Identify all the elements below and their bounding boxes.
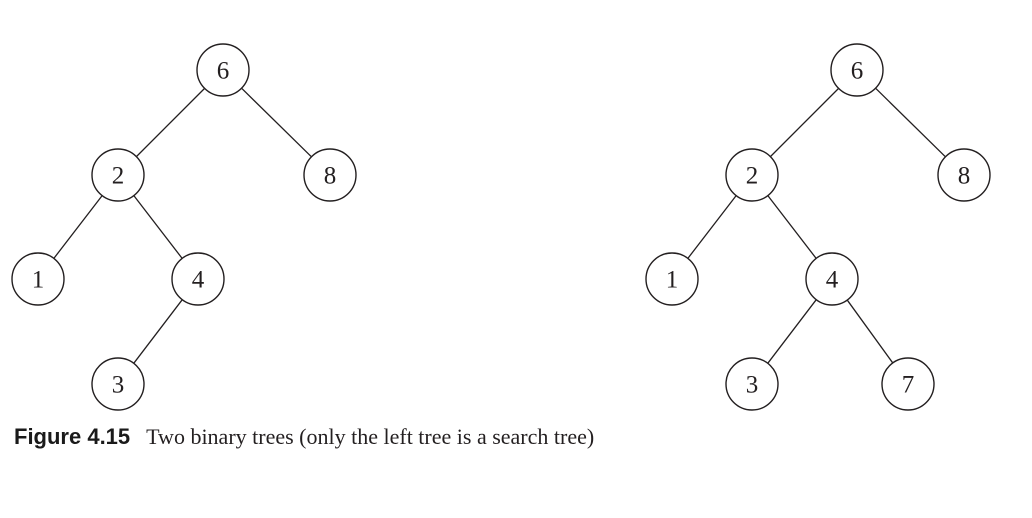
- node-circle: [645, 252, 699, 306]
- edge-4-3: [133, 299, 183, 364]
- node-label: 1: [666, 267, 679, 294]
- node-label: 8: [958, 163, 971, 190]
- figure-caption: Figure 4.15 Two binary trees (only the le…: [14, 423, 594, 454]
- node-label: 2: [746, 163, 759, 190]
- node-label: 6: [217, 58, 230, 85]
- node-label: 4: [826, 267, 839, 294]
- node-label: 8: [324, 163, 337, 190]
- node-circle: [11, 252, 65, 306]
- node-label: 1: [32, 267, 45, 294]
- node-circle: [171, 252, 225, 306]
- edge-2-1: [53, 195, 103, 259]
- node-4: 4: [171, 252, 225, 306]
- node-3: 3: [91, 357, 145, 411]
- node-label: 7: [902, 372, 915, 399]
- edge-2-4: [767, 195, 817, 259]
- node-8: 8: [937, 148, 991, 202]
- edge-6-2: [769, 87, 840, 158]
- node-circle: [725, 148, 779, 202]
- node-7: 7: [881, 357, 935, 411]
- edge-2-4: [133, 195, 183, 259]
- node-2: 2: [91, 148, 145, 202]
- node-label: 3: [112, 372, 125, 399]
- edge-2-1: [687, 195, 737, 259]
- edge-6-8: [875, 87, 946, 158]
- node-circle: [725, 357, 779, 411]
- node-circle: [805, 252, 859, 306]
- node-circle: [91, 357, 145, 411]
- node-6: 6: [830, 43, 884, 97]
- node-label: 6: [851, 58, 864, 85]
- node-label: 4: [192, 267, 205, 294]
- edge-4-7: [846, 299, 894, 364]
- node-circle: [196, 43, 250, 97]
- edge-4-3: [767, 299, 817, 364]
- node-1: 1: [11, 252, 65, 306]
- node-4: 4: [805, 252, 859, 306]
- edge-6-8: [241, 87, 312, 158]
- figure-number: Figure 4.15: [14, 424, 131, 449]
- node-circle: [91, 148, 145, 202]
- node-circle: [303, 148, 357, 202]
- caption-text: Two binary trees (only the left tree is …: [146, 424, 595, 449]
- edge-6-2: [135, 87, 206, 158]
- node-3: 3: [725, 357, 779, 411]
- node-label: 3: [746, 372, 759, 399]
- node-2: 2: [725, 148, 779, 202]
- node-circle: [830, 43, 884, 97]
- node-1: 1: [645, 252, 699, 306]
- node-circle: [937, 148, 991, 202]
- node-circle: [881, 357, 935, 411]
- node-8: 8: [303, 148, 357, 202]
- node-label: 2: [112, 163, 125, 190]
- node-6: 6: [196, 43, 250, 97]
